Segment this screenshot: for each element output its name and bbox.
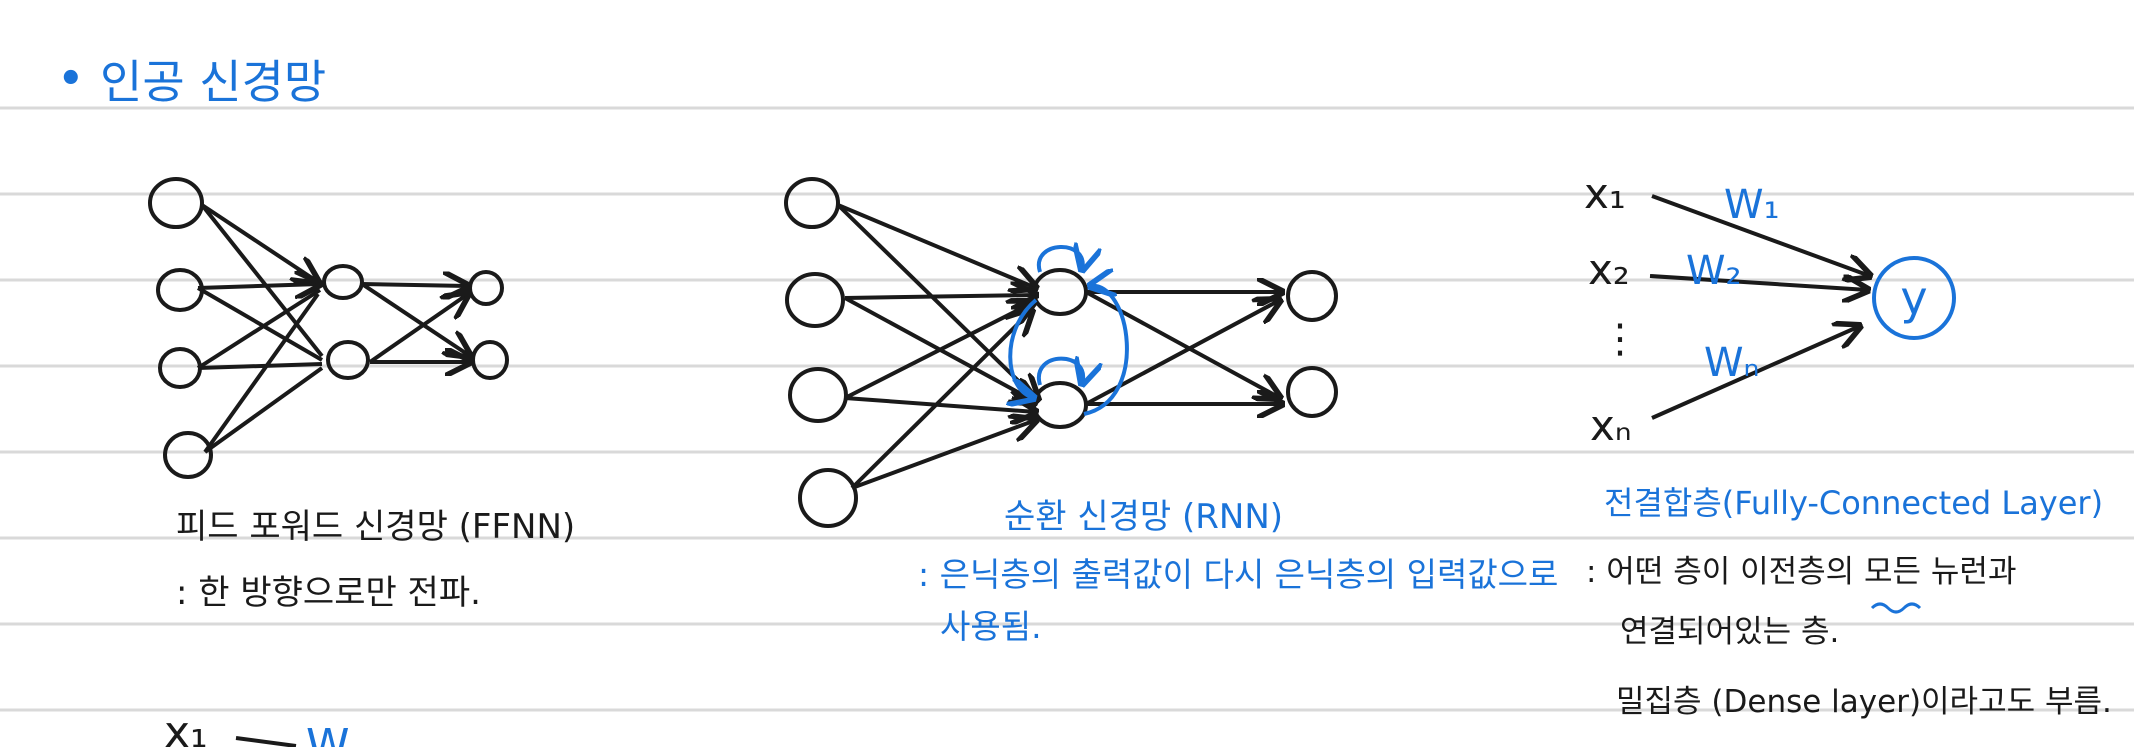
fc-caption: 전결합층(Fully-Connected Layer)	[1604, 484, 2103, 522]
rnn-self-loop	[1036, 247, 1083, 272]
rnn-output-node	[1286, 270, 1338, 322]
ffnn-edges-hidden-output	[360, 284, 470, 362]
rnn-edges-hidden-output	[1085, 292, 1282, 404]
rnn-hidden-node	[1032, 381, 1088, 429]
ffnn-input-node	[148, 177, 204, 229]
ruled-lines	[0, 106, 2134, 712]
bottom-input-x1: x₁	[164, 707, 208, 747]
fc-underline-squiggle	[1870, 602, 1922, 614]
fc-edge-2	[1649, 274, 1868, 290]
bottom-weight: W	[306, 720, 350, 747]
rnn-edges-input-hidden	[836, 203, 1038, 490]
ffnn-desc: : 한 방향으로만 전파.	[176, 573, 481, 613]
ffnn-input-node	[158, 347, 202, 389]
rnn-input-node	[784, 177, 840, 229]
bottom-partial-diagram: x₁ W	[164, 707, 350, 747]
rnn-self-loop	[1036, 359, 1083, 385]
fc-output-label: y	[1900, 271, 1927, 325]
ffnn-output-node	[471, 340, 509, 380]
fc-desc-line3: 밀집층 (Dense layer)이라고도 부름.	[1616, 684, 2112, 720]
fc-desc-line1: : 어떤 층이 이전층의 모든 뉴런과	[1586, 554, 2016, 590]
ffnn-input-node	[163, 431, 213, 479]
rnn-desc-line2: 사용됨.	[940, 607, 1042, 646]
rnn-input-node	[785, 272, 845, 328]
rnn-diagram	[784, 177, 1338, 528]
fc-input-x2: x₂	[1588, 245, 1630, 294]
rnn-feedback-loop	[1010, 298, 1036, 398]
fc-desc-line2: 연결되어있는 층.	[1620, 614, 1839, 650]
rnn-hidden-node	[1032, 268, 1088, 316]
heading-text: 인공 신경망	[100, 55, 326, 109]
fc-input-xn: xₙ	[1590, 401, 1632, 450]
ffnn-output-node	[468, 270, 504, 306]
heading-bullet: •	[58, 56, 84, 102]
rnn-feedback-loop	[1083, 286, 1129, 416]
bottom-edge	[235, 736, 297, 747]
ffnn-hidden-node	[326, 340, 370, 380]
ffnn-diagram	[148, 177, 509, 479]
fc-input-dots: ⋮	[1600, 316, 1640, 362]
fc-edge-n	[1651, 326, 1860, 420]
rnn-recurrent-loops	[1010, 247, 1129, 416]
rnn-desc-line1: : 은닉층의 출력값이 다시 은닉층의 입력값으로	[918, 555, 1558, 594]
ffnn-hidden-node	[322, 264, 364, 300]
fc-weight-w2: W₂	[1686, 248, 1742, 294]
ffnn-input-node	[156, 268, 204, 312]
fc-edge-1	[1651, 194, 1870, 276]
ffnn-edges-input-hidden	[196, 203, 322, 454]
rnn-caption: 순환 신경망 (RNN)	[1004, 497, 1283, 537]
fc-weight-w1: W₁	[1724, 182, 1780, 228]
rnn-output-node	[1286, 366, 1338, 418]
rnn-input-node	[798, 468, 858, 528]
fc-output-node	[1872, 256, 1956, 340]
rnn-input-node	[788, 367, 848, 423]
ffnn-caption: 피드 포워드 신경망 (FFNN)	[176, 507, 575, 547]
fc-input-x1: x₁	[1584, 169, 1626, 218]
fc-diagram: x₁ x₂ ⋮ xₙ W₁ W₂ Wₙ y	[1584, 169, 1956, 450]
heading: • 인공 신경망	[58, 55, 326, 109]
fc-weight-wn: Wₙ	[1704, 340, 1760, 386]
